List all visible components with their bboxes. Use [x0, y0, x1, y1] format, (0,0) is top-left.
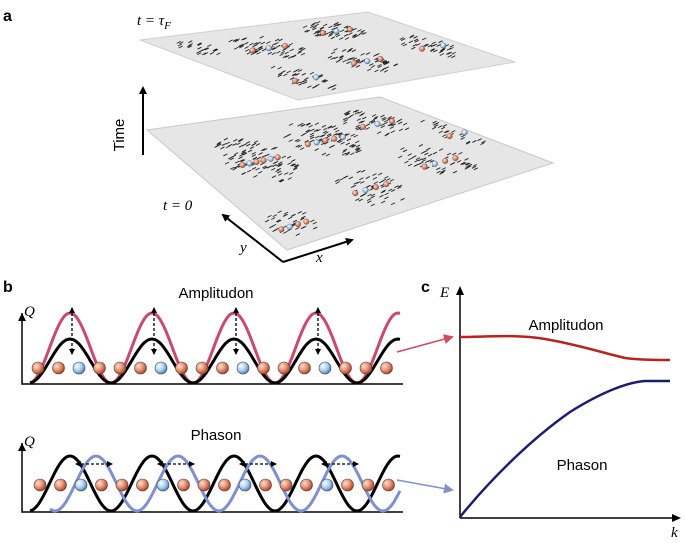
- red-ion: [197, 478, 211, 492]
- phason-curve-label: Phason: [557, 457, 608, 474]
- top-plane: [139, 11, 516, 101]
- x-axis-arrow: [282, 238, 354, 263]
- amplitude-enhanced-wave: [29, 311, 401, 385]
- amplitudon-plot-title: Amplitudon: [178, 285, 253, 302]
- red-ion: [31, 361, 45, 375]
- red-ion: [257, 361, 270, 375]
- red-ion: [115, 478, 129, 492]
- amplitudon-curve-label: Amplitudon: [528, 317, 603, 334]
- phason-ion-row: [33, 478, 395, 492]
- red-ion: [134, 361, 147, 375]
- red-ion: [54, 478, 67, 492]
- panel-a-label: a: [3, 8, 12, 25]
- amplitude-oscillation-arrows: [69, 307, 321, 355]
- x-axis-label: x: [315, 250, 323, 266]
- blue-ion: [156, 478, 170, 492]
- blue-ion: [74, 478, 88, 492]
- red-ion: [339, 361, 352, 375]
- amplitudon-q-label: Q: [24, 304, 35, 320]
- red-ion: [380, 361, 393, 375]
- red-ion: [300, 478, 313, 492]
- red-ion: [382, 478, 395, 492]
- bottom-plane: [145, 96, 555, 251]
- time-axis-label: Time: [111, 119, 128, 152]
- phase-shifted-wave: [49, 454, 402, 513]
- momentum-axis-arrowhead: [672, 514, 681, 522]
- red-ion: [113, 361, 127, 375]
- blue-ion: [154, 361, 168, 375]
- phason-link-arrow: [396, 479, 454, 494]
- phason-q-label: Q: [24, 434, 35, 450]
- blue-ion: [72, 361, 86, 375]
- blue-ion: [318, 361, 332, 375]
- red-ion: [52, 361, 65, 375]
- red-ion: [279, 478, 293, 492]
- momentum-axis-label: k: [671, 525, 678, 541]
- panel-a: a Time t = τF t = 0 y x: [3, 8, 555, 266]
- red-ion: [259, 478, 272, 492]
- red-ion: [216, 361, 229, 375]
- red-ion: [177, 478, 190, 492]
- energy-axis-arrowhead: [456, 286, 464, 295]
- panel-b: b Q Amplitudon Q Phason: [3, 279, 454, 513]
- red-ion: [33, 478, 47, 492]
- red-ion: [195, 361, 209, 375]
- y-axis-arrow: [221, 213, 284, 263]
- amplitudon-wave-plot: Q Amplitudon: [18, 285, 403, 385]
- amplitudon-link-arrow: [396, 334, 454, 353]
- amplitudon-dispersion-curve: [459, 334, 671, 362]
- panel-b-label: b: [3, 279, 13, 296]
- red-ion: [136, 478, 149, 492]
- red-ion: [93, 361, 106, 375]
- red-ion: [277, 361, 291, 375]
- top-plane-pattern: [176, 20, 456, 91]
- blue-ion: [238, 478, 252, 492]
- red-ion: [341, 478, 354, 492]
- top-plane-time: t = τF: [137, 13, 171, 32]
- bottom-plane-pattern: [214, 109, 486, 236]
- amplitudon-ion-row: [31, 361, 393, 375]
- red-ion: [95, 478, 108, 492]
- panel-c: c E k Amplitudon Phason: [421, 279, 681, 541]
- phason-dispersion-curve: [459, 379, 670, 518]
- bottom-plane-time: t = 0: [163, 198, 193, 214]
- red-ion: [361, 478, 375, 492]
- phason-wave-plot: Q Phason: [18, 427, 403, 513]
- y-axis-label: y: [238, 240, 247, 256]
- red-ion: [359, 361, 373, 375]
- energy-axis-label: E: [439, 285, 449, 301]
- red-ion: [175, 361, 188, 375]
- red-ion: [218, 478, 231, 492]
- panel-c-label: c: [421, 279, 430, 296]
- phase-reference-wave: [29, 454, 401, 513]
- blue-ion: [236, 361, 250, 375]
- red-ion: [298, 361, 311, 375]
- amplitude-reference-wave: [29, 337, 401, 385]
- phason-plot-title: Phason: [191, 427, 242, 444]
- blue-ion: [320, 478, 334, 492]
